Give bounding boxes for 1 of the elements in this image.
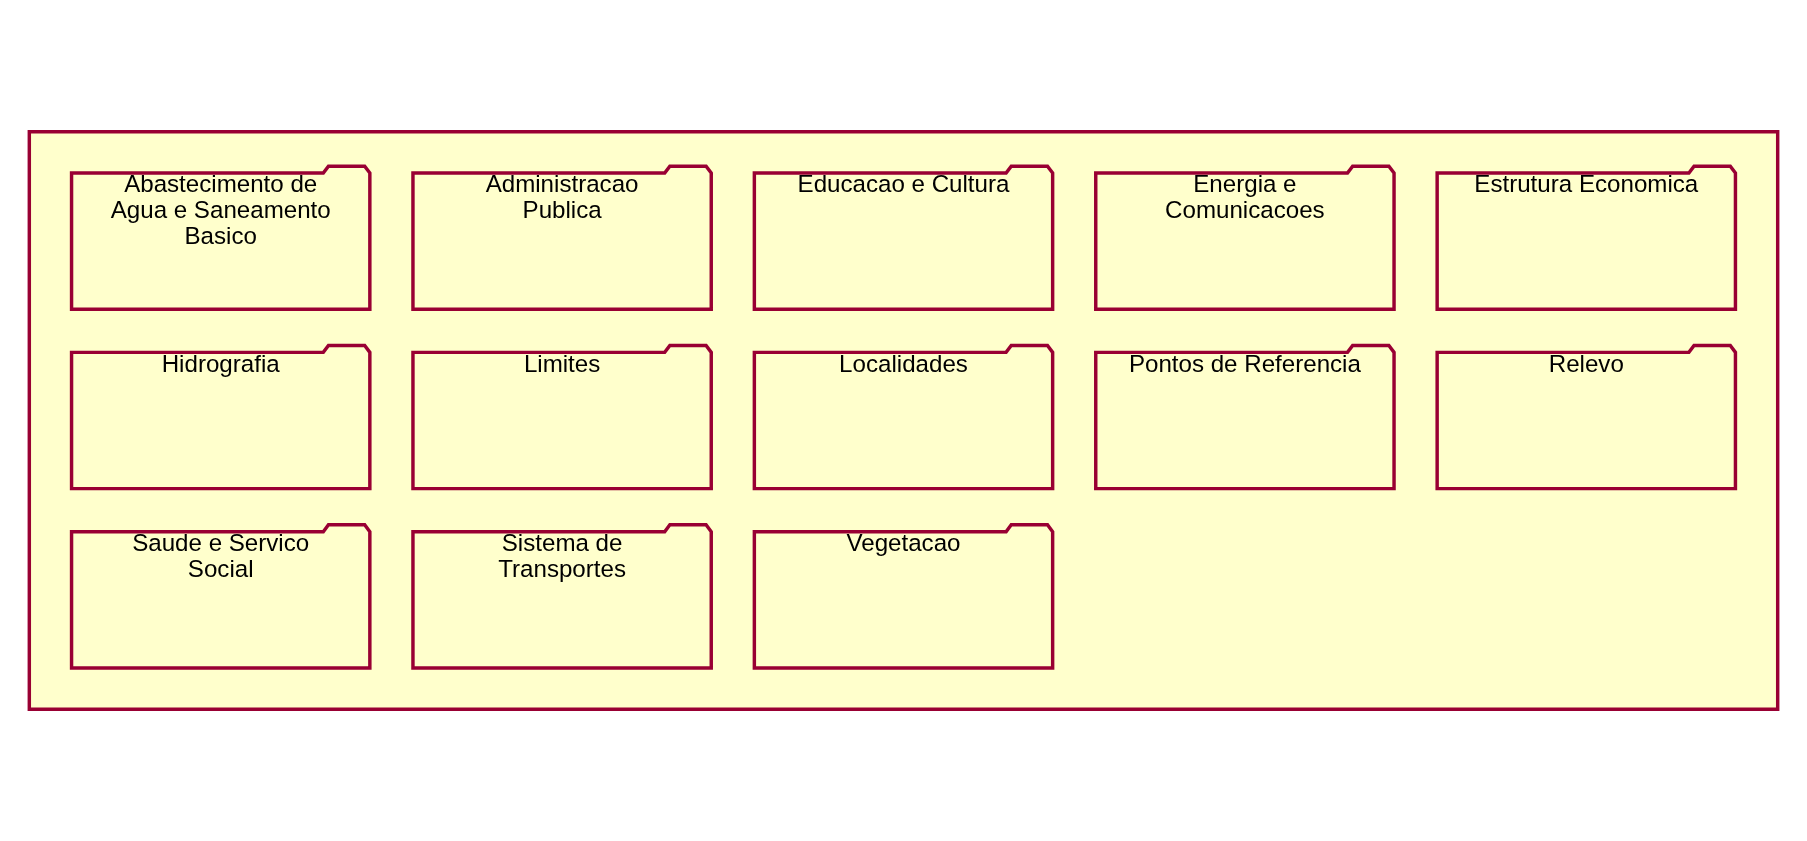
cluster (27, 129, 1780, 712)
